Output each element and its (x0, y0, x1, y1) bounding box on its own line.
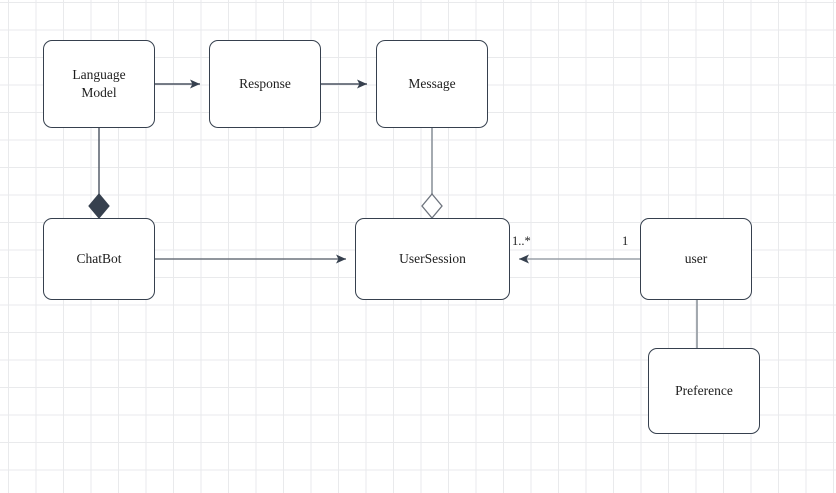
node-label-usersession: UserSession (399, 250, 466, 266)
node-label-chatbot: ChatBot (76, 250, 122, 266)
node-preference[interactable]: Preference (648, 348, 760, 434)
filled-diamond-marker (88, 193, 110, 219)
node-label-response: Response (239, 75, 291, 91)
node-user[interactable]: user (640, 218, 752, 300)
node-label-preference: Preference (675, 382, 733, 398)
hollow-diamond-marker (421, 192, 443, 220)
node-chatbot[interactable]: ChatBot (43, 218, 155, 300)
node-language-model[interactable]: Language Model (43, 40, 155, 128)
node-label-user: user (684, 250, 708, 266)
node-response[interactable]: Response (209, 40, 321, 128)
edge-message-to-usersession[interactable] (421, 128, 443, 220)
edge-label-multiplicity-one: 1 (622, 234, 629, 248)
node-label-language-model: Language Model (72, 66, 126, 100)
node-label-message: Message (408, 75, 456, 91)
node-message[interactable]: Message (376, 40, 488, 128)
node-usersession[interactable]: UserSession (355, 218, 510, 300)
edge-label-multiplicity-many: 1..* (512, 234, 531, 248)
edge-language-model-to-chatbot[interactable] (88, 128, 110, 219)
